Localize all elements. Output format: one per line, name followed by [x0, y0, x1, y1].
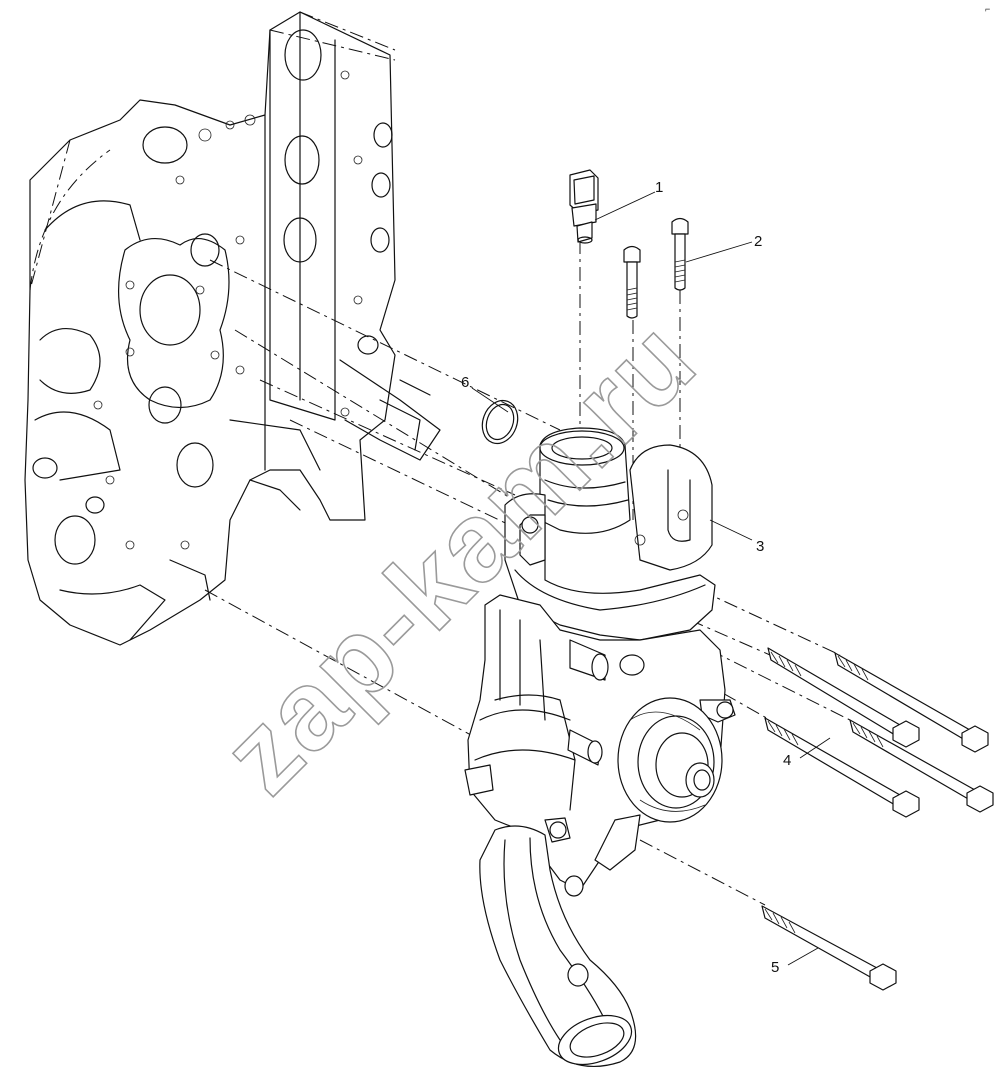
- callout-2: 2: [754, 233, 762, 250]
- sensor-part-1: [569, 169, 599, 244]
- callout-labels: 1 2 3 4 5 6: [461, 179, 791, 976]
- callout-3: 3: [756, 538, 764, 555]
- long-bolts-part-4: [764, 647, 994, 818]
- callout-4: 4: [783, 752, 791, 769]
- alignment-lines: [204, 240, 851, 906]
- callout-6: 6: [461, 374, 469, 391]
- lower-bolt-part-5: [761, 905, 897, 991]
- leader-lines: [471, 191, 831, 966]
- corner-mark: ⌐: [985, 4, 990, 14]
- water-pump: [464, 594, 736, 1068]
- callout-5: 5: [771, 959, 779, 976]
- o-ring-part-6: [481, 399, 519, 445]
- callout-1: 1: [655, 179, 663, 196]
- engine-block: [24, 11, 441, 646]
- bolts-part-2: [623, 217, 689, 319]
- thermostat-housing: [504, 427, 716, 641]
